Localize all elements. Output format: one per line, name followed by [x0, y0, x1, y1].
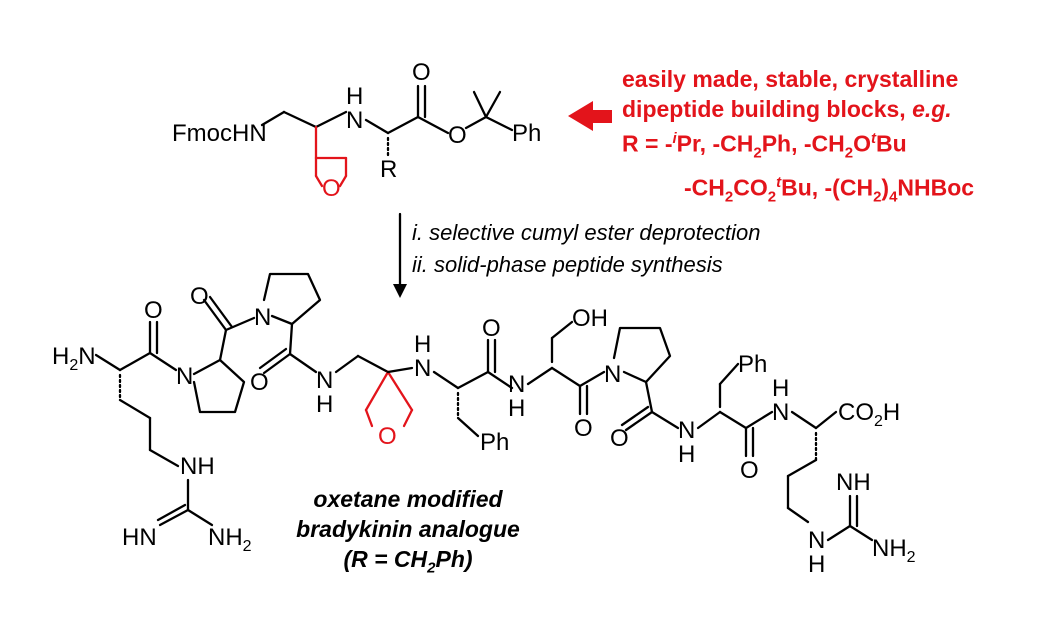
- phe1-ph: Ph: [480, 429, 509, 456]
- ser-h: H: [508, 395, 525, 422]
- note-line-4: -CH2CO2tBu, -(CH2)4NHBoc: [684, 174, 975, 206]
- arg2-nh-label: NH: [836, 469, 871, 496]
- pro3-n: N: [604, 361, 621, 388]
- note-line-2: dipeptide building blocks, e.g.: [622, 96, 952, 122]
- note-line-1: easily made, stable, crystalline: [622, 66, 959, 92]
- r-group-label: R: [380, 156, 397, 183]
- caption-line-3: (R = CH2Ph): [343, 546, 473, 577]
- reaction-arrow: [393, 212, 407, 298]
- oxetane-oxygen: O: [322, 175, 341, 202]
- building-block-note: easily made, stable, crystalline dipepti…: [622, 64, 974, 213]
- nh-n-label: N: [346, 107, 363, 134]
- arg1-nh-label: NH: [180, 453, 215, 480]
- ox-nh-h: H: [414, 331, 431, 358]
- ox-nh-n: N: [414, 355, 431, 382]
- pro2-carbonyl-o: O: [250, 369, 269, 396]
- arg2-guan-h: H: [808, 551, 825, 578]
- h2n-label: H2N: [52, 343, 96, 374]
- arg1-nh2-label: NH2: [208, 524, 252, 555]
- phe2-ph: Ph: [738, 351, 767, 378]
- phe2-n: N: [678, 417, 695, 444]
- nh-h-label: H: [346, 83, 363, 110]
- arg2-n: N: [772, 399, 789, 426]
- caption-line-1: oxetane modified: [313, 486, 503, 512]
- ser-carbonyl-o: O: [574, 415, 593, 442]
- arg1-carbonyl-o: O: [144, 297, 163, 324]
- pro2-n: N: [254, 304, 271, 331]
- bradykinin-analogue: H2N O NH HN NH2 N O N O N H: [52, 272, 916, 578]
- oxetane-oxygen-bottom: O: [378, 423, 397, 450]
- step-spps: ii. solid-phase peptide synthesis: [412, 252, 723, 277]
- arg2-h: H: [772, 375, 789, 402]
- caption-line-2: bradykinin analogue: [296, 516, 520, 542]
- ser-n: N: [508, 371, 525, 398]
- caption: oxetane modified bradykinin analogue (R …: [278, 484, 538, 584]
- ester-oxygen: O: [448, 122, 467, 149]
- arg1-hn-label: HN: [122, 524, 157, 551]
- red-arrow: [568, 101, 612, 131]
- pro1-n: N: [176, 363, 193, 390]
- phe2-carbonyl-o: O: [740, 457, 759, 484]
- amide-n: N: [316, 367, 333, 394]
- dipeptide-building-block: FmocHN O H N R O O Ph: [172, 59, 541, 202]
- carbonyl-oxygen: O: [412, 59, 431, 86]
- co2h-label: CO2H: [838, 399, 900, 430]
- arg2-guan-n: N: [808, 527, 825, 554]
- pro3-carbonyl-o: O: [610, 425, 629, 452]
- step-deprotection: i. selective cumyl ester deprotection: [412, 220, 761, 245]
- ser-oh: OH: [572, 305, 608, 332]
- fmochn-label: FmocHN: [172, 120, 267, 147]
- note-line-3: R = -iPr, -CH2Ph, -CH2OtBu: [622, 130, 907, 162]
- amide-h: H: [316, 391, 333, 418]
- arg2-nh2-label: NH2: [872, 535, 916, 566]
- phe1-carbonyl-o: O: [482, 315, 501, 342]
- pro1-carbonyl-o: O: [190, 283, 209, 310]
- phe2-h: H: [678, 441, 695, 468]
- phenyl-label: Ph: [512, 120, 541, 147]
